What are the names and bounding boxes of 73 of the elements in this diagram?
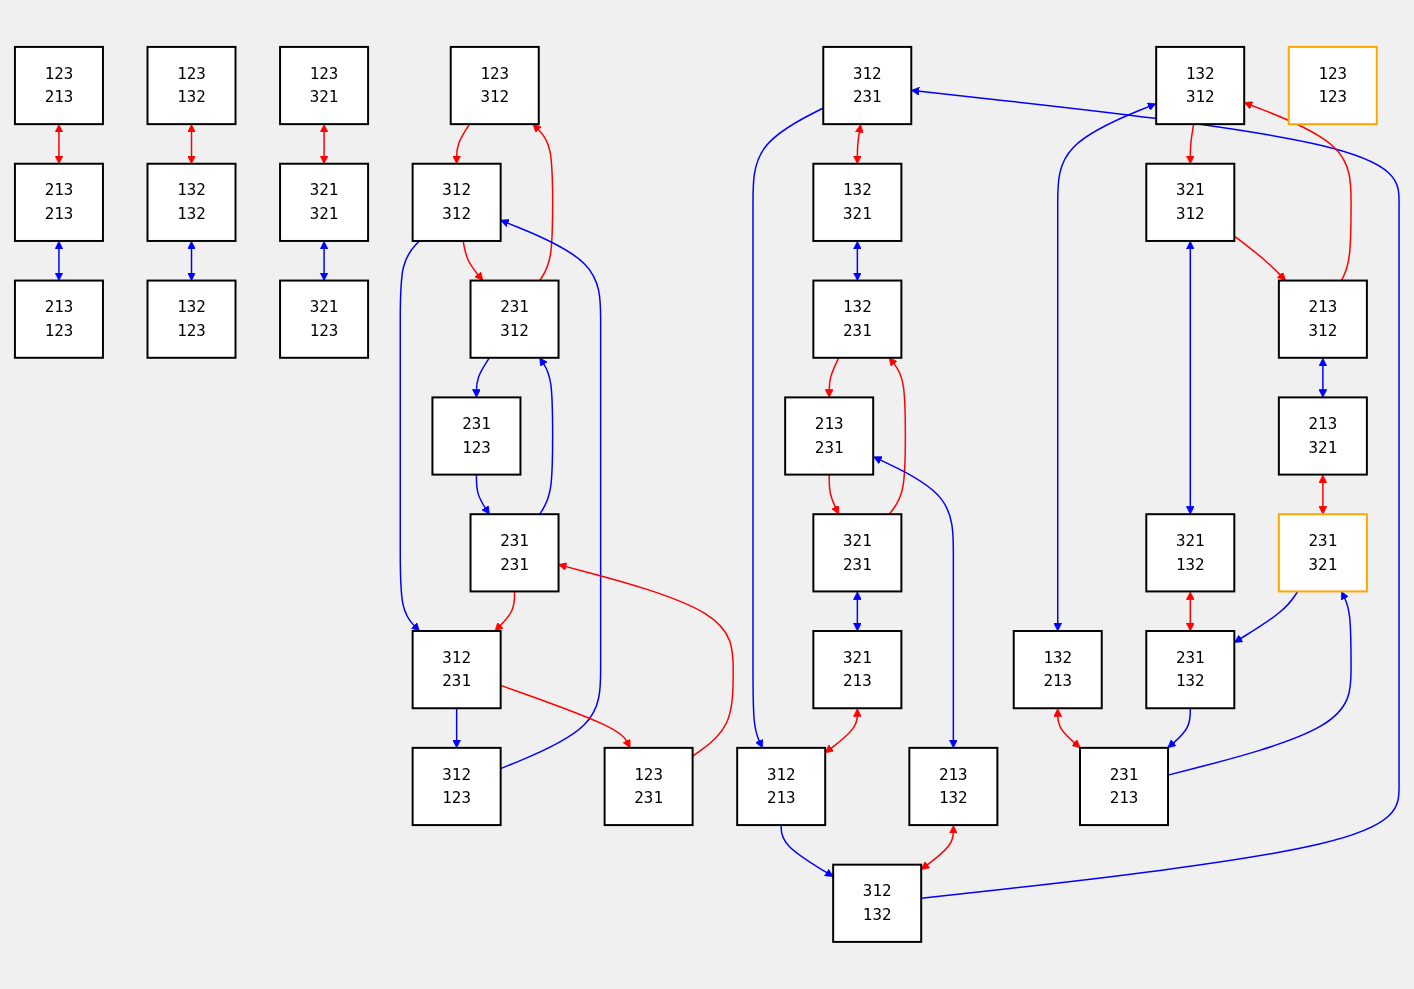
arrow <box>558 562 734 757</box>
arrow <box>1053 708 1081 749</box>
arrow <box>1318 357 1328 398</box>
node-box: 123 123 <box>1287 46 1378 126</box>
arrow <box>1185 123 1195 165</box>
arrow <box>920 825 958 871</box>
arrow <box>853 241 862 282</box>
node-box: 213 132 <box>908 746 999 827</box>
node-box: 123 312 <box>449 46 540 126</box>
node-box: 231 231 <box>469 513 560 593</box>
node-box: 132 213 <box>1012 630 1103 710</box>
arrow <box>824 708 862 754</box>
arrow <box>187 241 196 282</box>
arrow <box>538 357 554 516</box>
arrow <box>853 591 862 632</box>
node-box: 132 123 <box>146 279 237 359</box>
arrow <box>752 107 824 749</box>
arrow <box>462 240 484 282</box>
arrow <box>452 707 461 749</box>
arrow <box>1167 591 1352 776</box>
node-box: 231 132 <box>1145 630 1236 710</box>
arrow <box>1318 474 1328 515</box>
node-box: 312 231 <box>411 630 502 710</box>
arrow <box>472 357 491 398</box>
arrow <box>452 123 471 165</box>
arrow <box>910 87 1400 900</box>
arrow <box>873 456 958 749</box>
node-box: 213 213 <box>13 162 104 243</box>
node-box: 312 213 <box>736 746 827 827</box>
arrow <box>828 473 840 515</box>
arrow <box>494 590 516 632</box>
arrow <box>532 123 554 282</box>
arrow <box>1185 591 1195 632</box>
arrow <box>319 241 329 282</box>
node-box: 321 213 <box>812 630 903 710</box>
node-box: 231 123 <box>431 396 522 476</box>
arrow <box>187 124 196 165</box>
arrow <box>399 240 421 632</box>
arrow <box>780 824 834 877</box>
node-box: 123 231 <box>603 746 694 827</box>
arrow <box>888 357 907 516</box>
node-box: 231 321 <box>1277 513 1368 593</box>
node-box: 213 312 <box>1277 279 1368 359</box>
node-box: 132 312 <box>1155 46 1246 126</box>
node-box: 312 231 <box>822 46 913 126</box>
node-box: 213 231 <box>784 396 875 476</box>
arrow <box>54 241 64 282</box>
arrow <box>54 124 64 165</box>
arrow <box>824 357 840 398</box>
node-box: 132 132 <box>146 162 237 243</box>
arrow <box>853 124 864 165</box>
node-box: 312 312 <box>411 162 502 243</box>
arrow <box>475 473 490 515</box>
node-box: 231 312 <box>469 279 560 359</box>
node-box: 123 321 <box>279 46 370 126</box>
node-box: 321 312 <box>1145 162 1236 243</box>
node-box: 312 132 <box>832 863 923 943</box>
node-box: 213 123 <box>13 279 104 359</box>
node-box: 123 132 <box>146 46 237 126</box>
arrow <box>1053 102 1157 632</box>
arrow <box>1185 241 1195 515</box>
node-box: 321 123 <box>279 279 370 359</box>
node-box: 213 321 <box>1277 396 1368 476</box>
node-box: 132 321 <box>812 162 903 243</box>
node-box: 231 213 <box>1079 746 1169 827</box>
arrow <box>319 124 329 165</box>
node-box: 321 231 <box>812 513 903 593</box>
node-box: 312 123 <box>411 746 502 827</box>
arrow <box>1167 707 1192 749</box>
node-box: 123 213 <box>13 46 104 126</box>
node-box: 321 321 <box>279 162 370 243</box>
node-box: 321 132 <box>1145 513 1236 593</box>
node-box: 132 231 <box>812 279 903 359</box>
